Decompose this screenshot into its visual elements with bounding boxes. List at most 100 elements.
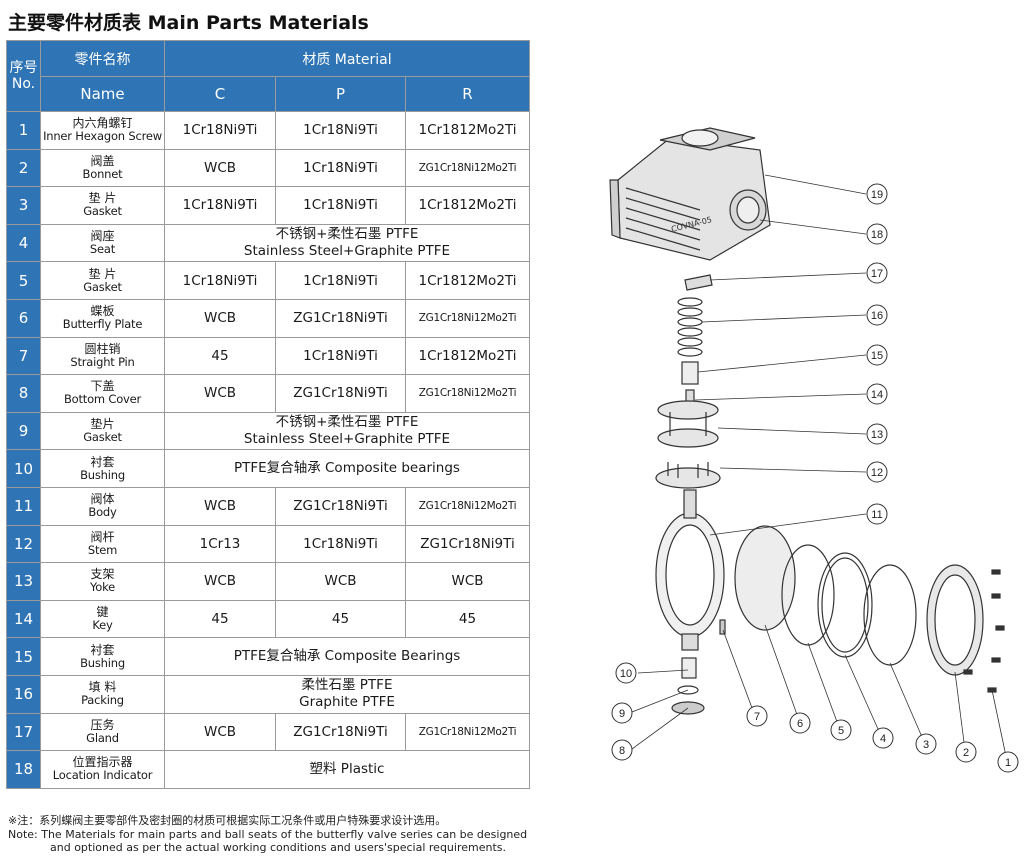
svg-text:11: 11 bbox=[871, 509, 882, 521]
material-r-cell: 45 bbox=[405, 599, 530, 639]
part-name-en: Straight Pin bbox=[70, 354, 135, 369]
svg-text:8: 8 bbox=[619, 745, 625, 757]
callout-19: 19 bbox=[866, 183, 888, 205]
row-number: 7 bbox=[6, 336, 41, 376]
row-number: 3 bbox=[6, 186, 41, 225]
callout-9: 9 bbox=[611, 702, 633, 724]
header-col-c: C bbox=[164, 76, 276, 112]
part-name-en: Bushing bbox=[80, 655, 125, 670]
callout-4: 4 bbox=[872, 727, 894, 749]
part-name-zh: 垫片 bbox=[90, 417, 115, 432]
row-number: 15 bbox=[6, 637, 41, 676]
svg-text:15: 15 bbox=[871, 350, 883, 362]
svg-text:17: 17 bbox=[871, 268, 883, 280]
header-no-en: No. bbox=[11, 76, 36, 92]
callout-16: 16 bbox=[866, 304, 888, 326]
material-p-cell: 1Cr18Ni9Ti bbox=[275, 524, 406, 564]
part-name-en: Seat bbox=[89, 242, 116, 257]
material-all-cell: PTFE复合轴承 Composite Bearings bbox=[164, 637, 530, 676]
actuator-illustration: COVNA-05 bbox=[609, 127, 771, 261]
part-name-zh: 键 bbox=[96, 605, 109, 620]
part-name-zh: 下盖 bbox=[90, 379, 115, 394]
svg-text:6: 6 bbox=[797, 718, 803, 730]
row-number: 11 bbox=[6, 486, 41, 526]
part-name-zh: 衬套 bbox=[90, 454, 115, 469]
material-c-cell: 1Cr18Ni9Ti bbox=[164, 186, 276, 225]
part-name-en: Packing bbox=[81, 693, 124, 708]
svg-text:14: 14 bbox=[871, 389, 883, 401]
material-all-cell: PTFE复合轴承 Composite bearings bbox=[164, 449, 530, 488]
callout-18: 18 bbox=[866, 223, 888, 245]
packing-illustration bbox=[677, 297, 703, 357]
part-name-en: Bottom Cover bbox=[63, 392, 142, 407]
material-c-cell: WCB bbox=[164, 148, 276, 188]
row-number: 16 bbox=[6, 674, 41, 714]
material-line-2: Stainless Steel+Graphite PTFE bbox=[243, 431, 451, 448]
note-en-2: and optioned as per the actual working c… bbox=[50, 841, 507, 854]
row-number: 4 bbox=[6, 223, 41, 263]
part-name-zh: 阀杆 bbox=[90, 529, 115, 544]
material-r-cell: ZG1Cr18Ni12Mo2Ti bbox=[405, 148, 530, 188]
header-col-r: R bbox=[405, 76, 530, 112]
part-name-en: Body bbox=[88, 505, 117, 520]
part-name-zh: 蝶板 bbox=[90, 304, 115, 319]
material-r-cell: ZG1Cr18Ni12Mo2Ti bbox=[405, 374, 530, 413]
material-line-1: 不锈钢+柔性石墨 PTFE bbox=[275, 414, 419, 431]
part-name-zh: 压务 bbox=[90, 717, 115, 732]
header-col-p: P bbox=[275, 76, 406, 112]
material-p-cell: 1Cr18Ni9Ti bbox=[275, 148, 406, 188]
material-p-cell: 1Cr18Ni9Ti bbox=[275, 336, 406, 376]
row-number: 12 bbox=[6, 524, 41, 564]
svg-text:1: 1 bbox=[1005, 757, 1011, 769]
svg-text:19: 19 bbox=[871, 189, 883, 201]
part-name-en: Yoke bbox=[89, 580, 116, 595]
svg-text:12: 12 bbox=[871, 467, 883, 479]
material-all-cell: 塑料 Plastic bbox=[164, 750, 530, 789]
part-name-en: Stem bbox=[87, 542, 118, 557]
part-name-zh: 垫 片 bbox=[88, 266, 117, 281]
material-r-cell: ZG1Cr18Ni12Mo2Ti bbox=[405, 486, 530, 526]
callout-11: 11 bbox=[866, 503, 888, 525]
callout-12: 12 bbox=[866, 461, 888, 483]
material-p-cell: ZG1Cr18Ni9Ti bbox=[275, 712, 406, 752]
part-name-zh: 支架 bbox=[90, 567, 115, 582]
material-p-cell: 45 bbox=[275, 599, 406, 639]
callout-2: 2 bbox=[955, 741, 977, 763]
page-title: 主要零件材质表 Main Parts Materials bbox=[8, 12, 369, 34]
material-line-1: PTFE复合轴承 Composite Bearings bbox=[233, 648, 461, 665]
material-c-cell: WCB bbox=[164, 486, 276, 526]
row-number: 5 bbox=[6, 261, 41, 300]
note-zh: ※注：系列蝶阀主要零部件及密封圈的材质可根据实际工况条件或用户特殊要求设计选用。 bbox=[8, 814, 447, 827]
material-p-cell: 1Cr18Ni9Ti bbox=[275, 111, 406, 150]
header-name-en: Name bbox=[40, 76, 165, 112]
part-name-en: Gasket bbox=[83, 204, 122, 219]
material-r-cell: 1Cr1812Mo2Ti bbox=[405, 111, 530, 150]
part-name-zh: 阀体 bbox=[90, 492, 115, 507]
material-p-cell: 1Cr18Ni9Ti bbox=[275, 186, 406, 225]
part-name-zh: 内六角螺钉 bbox=[72, 116, 133, 131]
part-name-zh: 阀座 bbox=[90, 229, 115, 244]
material-c-cell: 1Cr18Ni9Ti bbox=[164, 261, 276, 300]
row-number: 2 bbox=[6, 148, 41, 188]
callout-10: 10 bbox=[615, 662, 637, 684]
callout-15: 15 bbox=[866, 344, 888, 366]
material-line-2: Stainless Steel+Graphite PTFE bbox=[243, 243, 451, 260]
